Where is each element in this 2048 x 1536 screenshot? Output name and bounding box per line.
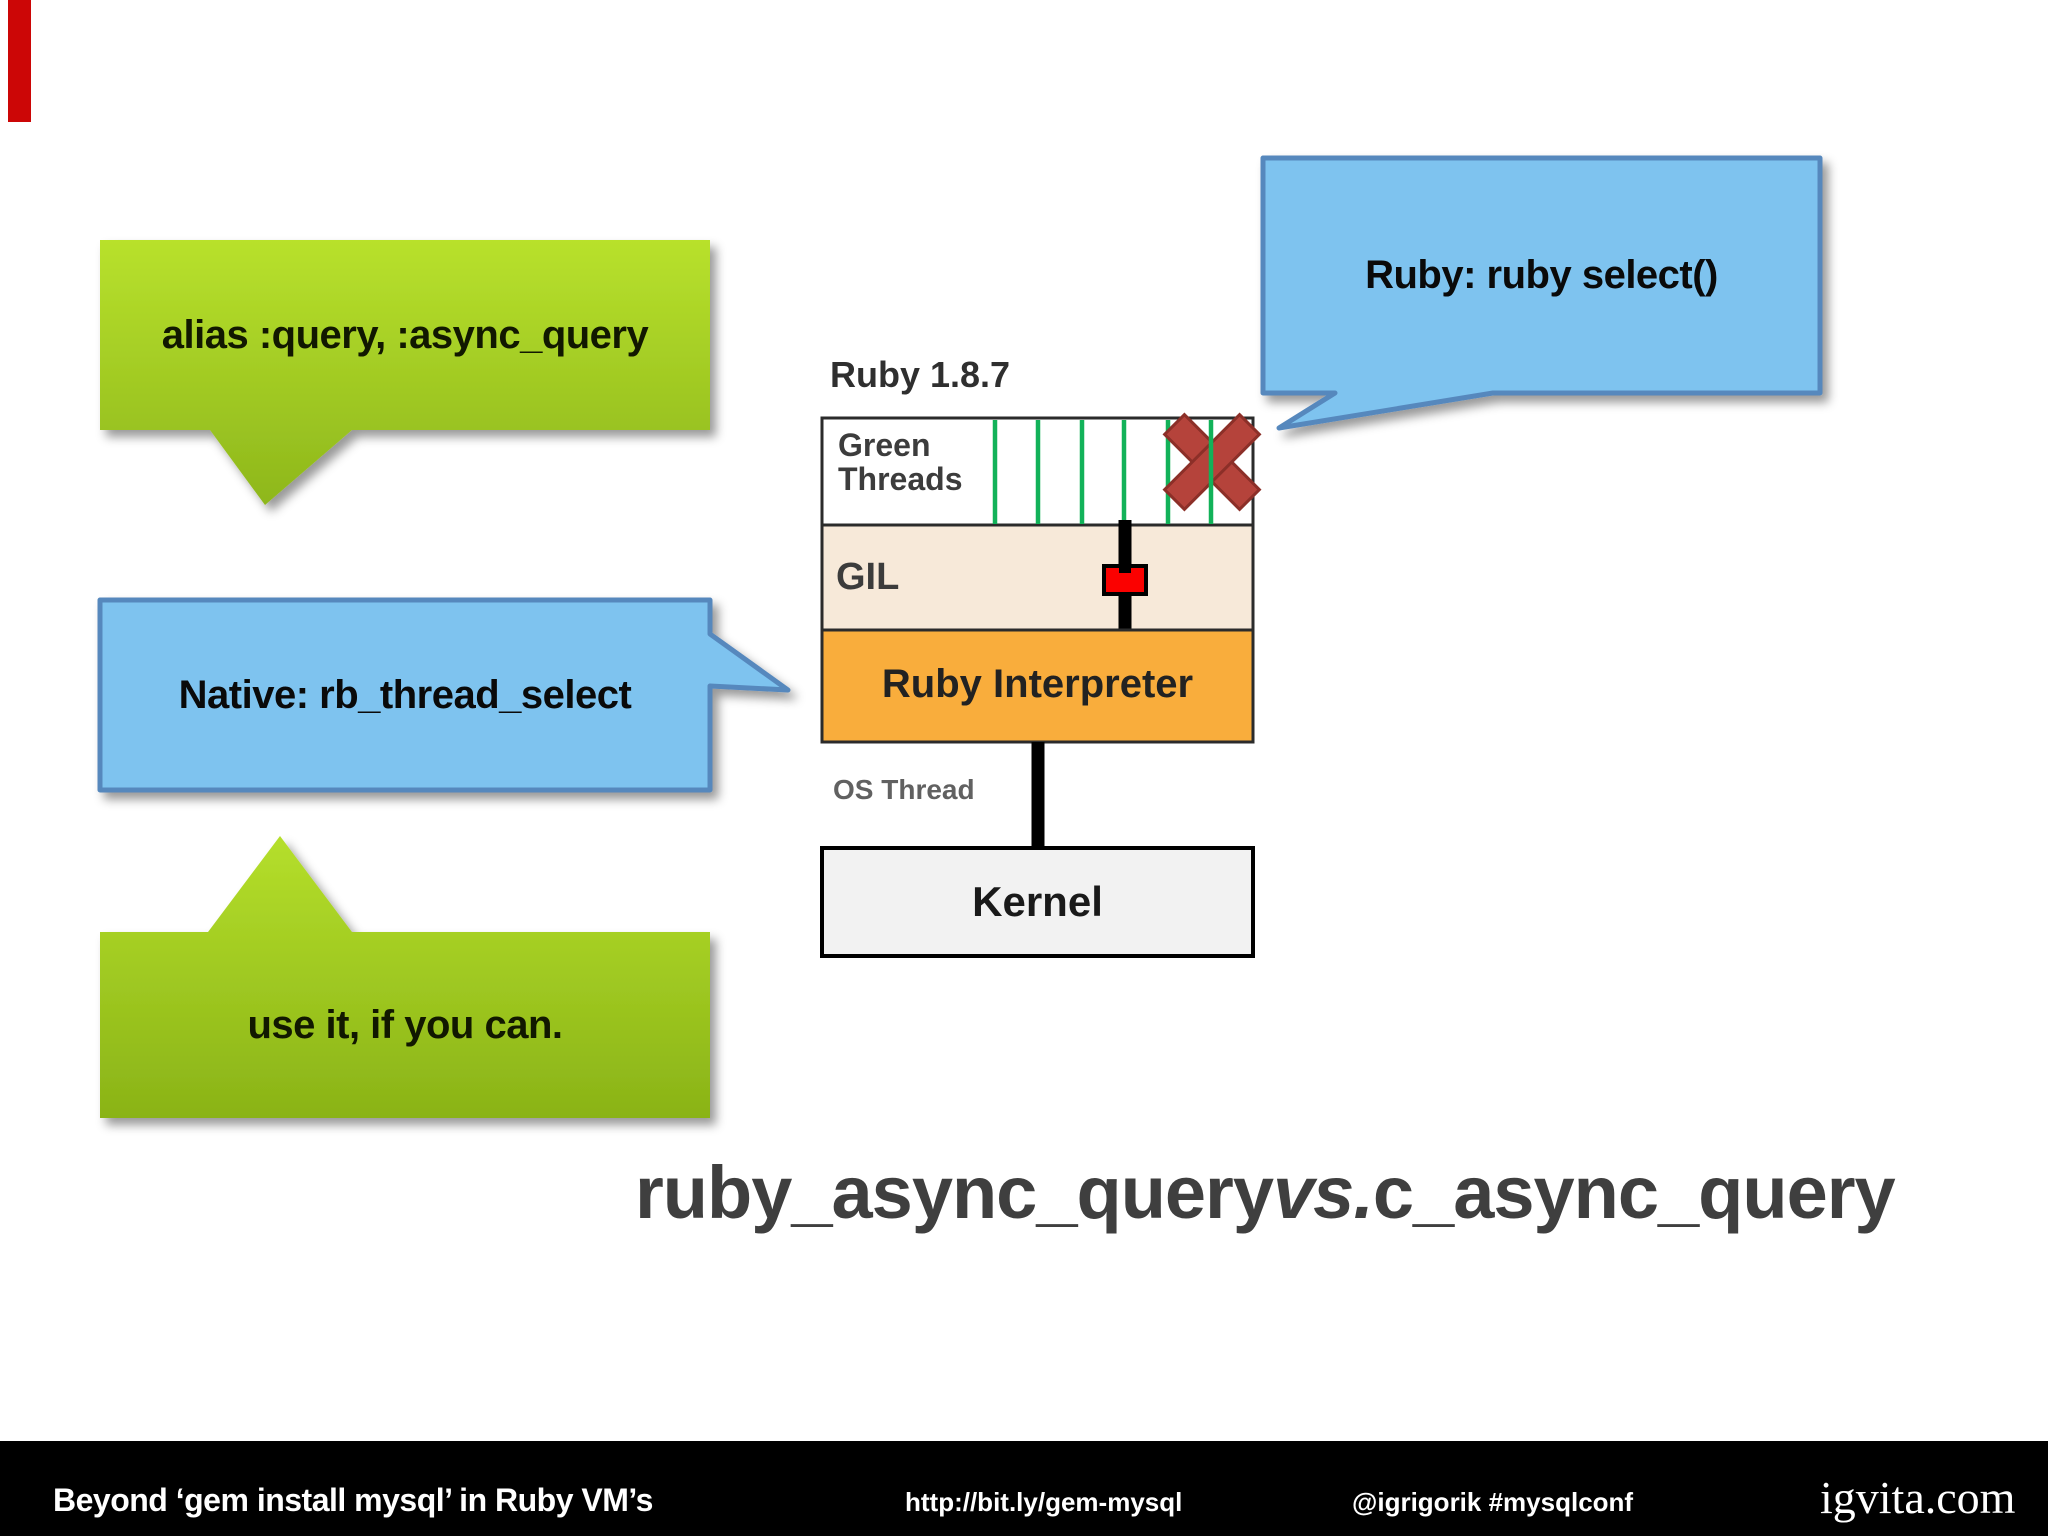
green-threads-label: Green Threads bbox=[838, 428, 962, 496]
os-thread-label: OS Thread bbox=[833, 774, 975, 805]
ruby-interpreter-label: Ruby Interpreter bbox=[881, 662, 1194, 706]
ruby-version-label: Ruby 1.8.7 bbox=[830, 354, 1011, 395]
gil-box bbox=[820, 523, 1255, 632]
callout-alias-query-label: alias :query, :async_query bbox=[161, 312, 649, 357]
green-thread-lines bbox=[992, 420, 1171, 524]
footer-brand-logo: igvita.com bbox=[1820, 1472, 2016, 1523]
slide-title-part1: ruby_async_query bbox=[635, 1151, 1274, 1234]
green-threads-label-line2: Threads bbox=[838, 461, 963, 497]
callout-alias-query-shape bbox=[100, 240, 710, 505]
callout-ruby-select-label: Ruby: ruby select() bbox=[1365, 253, 1718, 297]
ruby-interpreter-box bbox=[820, 628, 1255, 744]
slide-title-vs: vs. bbox=[1273, 1151, 1374, 1234]
kernel-label: Kernel bbox=[972, 878, 1103, 925]
callout-use-it-shape bbox=[100, 836, 710, 1118]
footer-url: http://bit.ly/gem-mysql bbox=[905, 1487, 1183, 1517]
slide-title: ruby_async_queryvs.c_async_query bbox=[635, 1150, 1896, 1235]
footer-handle: @igrigorik #mysqlconf bbox=[1352, 1487, 1634, 1517]
gil-label: GIL bbox=[836, 556, 900, 598]
kernel-box bbox=[820, 846, 1255, 958]
footer-bar: Beyond ‘gem install mysql’ in Ruby VM’s … bbox=[0, 1441, 2048, 1536]
green-threads-label-line1: Green bbox=[838, 427, 931, 463]
slide-title-part3: c_async_query bbox=[1372, 1151, 1896, 1234]
gil-lock-notch bbox=[1119, 560, 1131, 573]
callout-ruby-select-shape bbox=[1260, 155, 1823, 431]
callout-use-it-label: use it, if you can. bbox=[247, 1002, 563, 1047]
red-marker bbox=[8, 0, 31, 122]
footer-talk-title: Beyond ‘gem install mysql’ in Ruby VM’s bbox=[53, 1482, 653, 1518]
callout-native-select-shape bbox=[97, 597, 791, 793]
callout-native-select-label: Native: rb_thread_select bbox=[178, 672, 632, 717]
